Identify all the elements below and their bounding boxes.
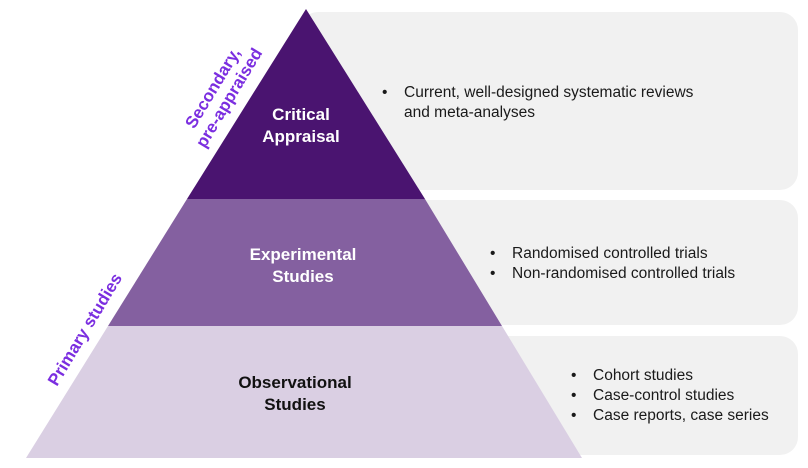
bullet-item: Case-control studies [569, 386, 799, 406]
pyramid-tier-observational-studies [26, 326, 582, 458]
tier-label-line: Experimental [249, 245, 357, 264]
tier-label-line: Appraisal [262, 127, 340, 146]
tier-label-line: Studies [272, 267, 334, 286]
bullet-item: Cohort studies [569, 366, 799, 386]
tier-label-line: Observational [238, 373, 352, 392]
tier-label-line: Studies [264, 395, 326, 414]
bullet-list-critical-appraisal: Current, well-designed systematic review… [380, 83, 700, 123]
tier-label-critical-appraisal: Critical Appraisal [226, 104, 376, 148]
bullet-item: Randomised controlled trials [488, 244, 788, 264]
bullet-item: Case reports, case series [569, 406, 799, 426]
bullet-list-experimental-studies: Randomised controlled trials Non-randomi… [488, 244, 788, 284]
tier-label-experimental-studies: Experimental Studies [218, 244, 388, 288]
tier-label-observational-studies: Observational Studies [210, 372, 380, 416]
tier-label-line: Critical [272, 105, 330, 124]
bullet-item: Current, well-designed systematic review… [380, 83, 700, 123]
bullet-item: Non-randomised controlled trials [488, 264, 788, 284]
pyramid-tier-experimental-studies [108, 199, 502, 326]
bullet-list-observational-studies: Cohort studies Case-control studies Case… [569, 366, 799, 426]
pyramid-tier-critical-appraisal [187, 9, 425, 199]
